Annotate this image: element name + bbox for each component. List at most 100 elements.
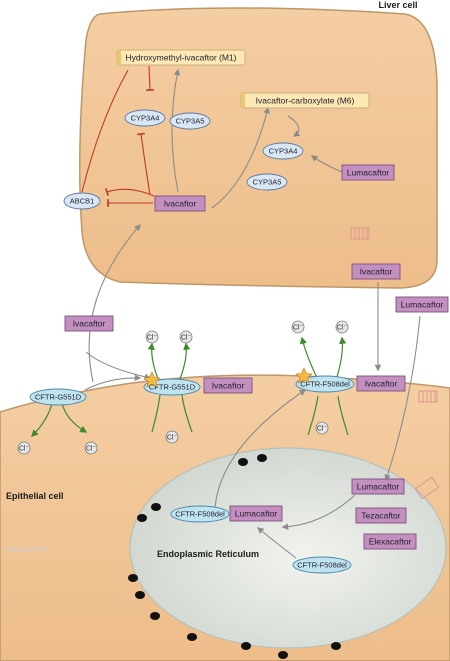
ivacaftor-to-m1-arrow bbox=[171, 68, 181, 193]
cftr-f508del-er-bottom: CFTR-F508del bbox=[292, 556, 352, 574]
chloride-ion: Cl⁻ bbox=[179, 330, 193, 344]
ribosome bbox=[128, 574, 138, 582]
svg-text:CFTR-F508del: CFTR-F508del bbox=[300, 380, 350, 389]
cyp-to-m6-arrow bbox=[287, 115, 301, 137]
svg-text:Elexacaftor: Elexacaftor bbox=[369, 537, 412, 547]
potentiator-star-icon bbox=[295, 367, 313, 384]
metabolism-arrows bbox=[84, 68, 421, 559]
svg-text:CYP3A4: CYP3A4 bbox=[131, 114, 160, 123]
svg-text:CYP3A5: CYP3A5 bbox=[253, 178, 282, 187]
chloride-ion: Cl⁻ bbox=[315, 421, 329, 435]
chloride-ion: Cl⁻ bbox=[145, 330, 159, 344]
lumacaftor-induces-cyp-arrow bbox=[310, 155, 343, 173]
svg-text:Ivacaftor: Ivacaftor bbox=[360, 267, 393, 277]
cftr-g551d-trafficking-arrow bbox=[84, 374, 142, 391]
cl-efflux-arc bbox=[299, 336, 319, 381]
ribosome bbox=[135, 591, 145, 599]
svg-text:CYP3A4: CYP3A4 bbox=[269, 147, 298, 156]
cl-channel-arc bbox=[181, 394, 193, 433]
m1-label: Hydroxymethyl-ivacaftor (M1) bbox=[126, 53, 237, 63]
svg-text:CYP3A5: CYP3A5 bbox=[176, 117, 205, 126]
ivacaftor-extracellular-right: Ivacaftor bbox=[351, 263, 401, 280]
chloride-ion: Cl⁻ bbox=[17, 441, 31, 455]
ribosome bbox=[257, 454, 267, 462]
ivacaftor-extracellular-left: Ivacaftor bbox=[64, 315, 114, 332]
svg-text:Cl⁻: Cl⁻ bbox=[317, 426, 328, 433]
m6-metabolite: Ivacaftor-carboxylate (M6) bbox=[240, 92, 370, 109]
f508del-to-membrane-arrow bbox=[214, 389, 307, 509]
cyp3a4-enzyme-right: CYP3A4 bbox=[262, 142, 304, 160]
inhibition-arrows bbox=[81, 65, 155, 207]
inhibits-cyp3a4-line bbox=[146, 65, 154, 92]
svg-text:Ivacaftor: Ivacaftor bbox=[73, 319, 106, 329]
liver-cell-membrane bbox=[79, 7, 438, 289]
ivacaftor-membrane-right: Ivacaftor bbox=[356, 375, 406, 392]
cftr-g551d-membrane-left: CFTR-G551D bbox=[29, 388, 87, 406]
elexacaftor-er: Elexacaftor bbox=[363, 533, 417, 550]
chloride-ion: Cl⁻ bbox=[291, 320, 305, 334]
chloride-ion: Cl⁻ bbox=[165, 430, 179, 444]
cl-blocked-arc bbox=[30, 402, 53, 438]
lumacaftor-extracellular: Lumacaftor bbox=[395, 296, 449, 313]
svg-text:Tezacaftor: Tezacaftor bbox=[361, 511, 400, 521]
svg-text:Cl⁻: Cl⁻ bbox=[86, 446, 97, 453]
svg-text:Lumacaftor: Lumacaftor bbox=[401, 300, 444, 310]
svg-text:Cl⁻: Cl⁻ bbox=[181, 335, 192, 342]
svg-text:Ivacaftor: Ivacaftor bbox=[365, 379, 398, 389]
ribosomes bbox=[128, 454, 341, 659]
er-membrane bbox=[129, 447, 447, 649]
cyp3a5-enzyme-right: CYP3A5 bbox=[246, 173, 288, 191]
er-label: Endoplasmic Reticulum bbox=[157, 549, 259, 559]
svg-text:Lumacaftor: Lumacaftor bbox=[235, 509, 278, 519]
cl-channel-arc bbox=[307, 395, 319, 436]
m6-label: Ivacaftor-carboxylate (M6) bbox=[256, 96, 355, 106]
ivacaftor-inhibits-cyp3a4-line bbox=[137, 132, 151, 196]
transporter-box bbox=[418, 390, 438, 403]
svg-text:ABCB1: ABCB1 bbox=[70, 197, 95, 206]
lumacaftor-liver: Lumacaftor bbox=[341, 164, 395, 181]
svg-text:Ivacaftor: Ivacaftor bbox=[212, 381, 245, 391]
svg-text:Cl⁻: Cl⁻ bbox=[167, 435, 178, 442]
transporter-box bbox=[350, 227, 370, 240]
cftr-f508del-er-inner: CFTR-F508del bbox=[170, 505, 230, 523]
ribosome bbox=[187, 633, 197, 641]
svg-text:CFTR-F508del: CFTR-F508del bbox=[175, 510, 225, 519]
lumacaftor-er-inner: Lumacaftor bbox=[229, 505, 283, 522]
ribosome bbox=[150, 612, 160, 620]
transporter-glyph-membrane bbox=[418, 390, 438, 403]
cl-channel-arc bbox=[151, 394, 161, 433]
svg-text:Cl⁻: Cl⁻ bbox=[147, 335, 158, 342]
transporter-glyph-liver bbox=[350, 227, 370, 240]
ivacaftor-liver: Ivacaftor bbox=[154, 195, 206, 212]
cftr-g551d-channel: CFTR-G551D bbox=[143, 371, 201, 396]
tezacaftor-er: Tezacaftor bbox=[355, 507, 407, 524]
cyp3a4-enzyme-left: CYP3A4 bbox=[124, 109, 166, 127]
svg-text:Cl⁻: Cl⁻ bbox=[337, 325, 348, 332]
svg-text:Lumacaftor: Lumacaftor bbox=[357, 482, 400, 492]
m1-metabolite: Hydroxymethyl-ivacaftor (M1) bbox=[116, 49, 246, 66]
liver-cell: Liver cell bbox=[79, 0, 438, 289]
svg-text:CFTR-G551D: CFTR-G551D bbox=[35, 393, 82, 402]
abcb1-transporter: ABCB1 bbox=[63, 192, 101, 210]
ribosome bbox=[331, 642, 341, 650]
transporter-glyph-er bbox=[414, 476, 440, 500]
ivacaftor-to-m6-arrow bbox=[211, 106, 270, 209]
chloride-ion: Cl⁻ bbox=[335, 320, 349, 334]
transporter-box bbox=[414, 476, 440, 500]
f508del-maturation-arrow bbox=[256, 527, 297, 559]
endoplasmic-reticulum: Endoplasmic Reticulum bbox=[128, 447, 447, 659]
ribosome bbox=[137, 514, 147, 522]
ivacaftor-binding-g551d-arrow bbox=[85, 351, 152, 381]
chloride-ion: Cl⁻ bbox=[84, 441, 98, 455]
ribosome bbox=[278, 651, 288, 659]
m1-efflux-line bbox=[81, 69, 129, 193]
svg-text:Ivacaftor: Ivacaftor bbox=[164, 199, 197, 209]
chloride-flux bbox=[30, 336, 349, 438]
cl-channel-arc bbox=[337, 395, 349, 436]
cl-efflux-arc bbox=[335, 336, 347, 381]
svg-text:CFTR-G551D: CFTR-G551D bbox=[149, 383, 196, 392]
pharmgkb-watermark: PharmGKB bbox=[4, 545, 47, 554]
ivacaftor-inhibits-abcb1-line bbox=[104, 188, 155, 197]
cyp3a5-enzyme-left: CYP3A5 bbox=[169, 112, 211, 130]
